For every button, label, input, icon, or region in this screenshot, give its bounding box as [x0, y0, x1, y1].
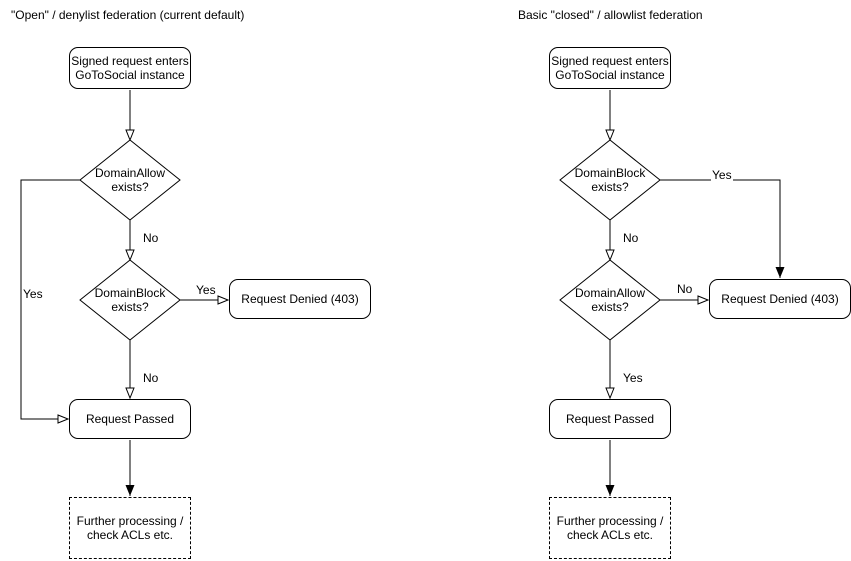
right-passed-node: Request Passed — [549, 399, 671, 439]
left-decision2-label: DomainBlock exists? — [94, 286, 166, 314]
right-further-node: Further processing / check ACLs etc. — [549, 497, 671, 559]
left-decision1-label: DomainAllow exists? — [94, 166, 166, 194]
right-decision1-yes-label: Yes — [711, 168, 733, 182]
left-denied-node: Request Denied (403) — [229, 279, 371, 319]
left-decision1-no-label: No — [142, 231, 160, 245]
left-flow-title: "Open" / denylist federation (current de… — [11, 8, 245, 22]
left-decision1-yes-label: Yes — [22, 287, 44, 301]
right-decision2-label: DomainAllow exists? — [574, 286, 646, 314]
right-start-node: Signed request enters GoToSocial instanc… — [549, 47, 671, 89]
right-decision2-no-label: No — [676, 282, 694, 296]
left-further-node: Further processing / check ACLs etc. — [69, 497, 191, 559]
left-decision2-no-label: No — [142, 371, 160, 385]
right-edge-decision1-yes-to-denied — [660, 179, 785, 278]
right-decision2-shape — [559, 259, 661, 341]
right-decision1-no-label: No — [622, 231, 640, 245]
right-denied-node: Request Denied (403) — [709, 279, 851, 319]
left-decision2-shape — [79, 259, 181, 341]
right-decision1-shape — [559, 139, 661, 221]
right-flow-title: Basic "closed" / allowlist federation — [518, 8, 703, 22]
right-decision2-yes-label: Yes — [622, 371, 644, 385]
left-start-node: Signed request enters GoToSocial instanc… — [69, 47, 191, 89]
left-decision1-shape — [79, 139, 181, 221]
left-edge-decision1-yes-to-passed — [20, 179, 80, 424]
left-decision2-yes-label: Yes — [195, 283, 217, 297]
left-passed-node: Request Passed — [69, 399, 191, 439]
right-decision1-label: DomainBlock exists? — [574, 166, 646, 194]
